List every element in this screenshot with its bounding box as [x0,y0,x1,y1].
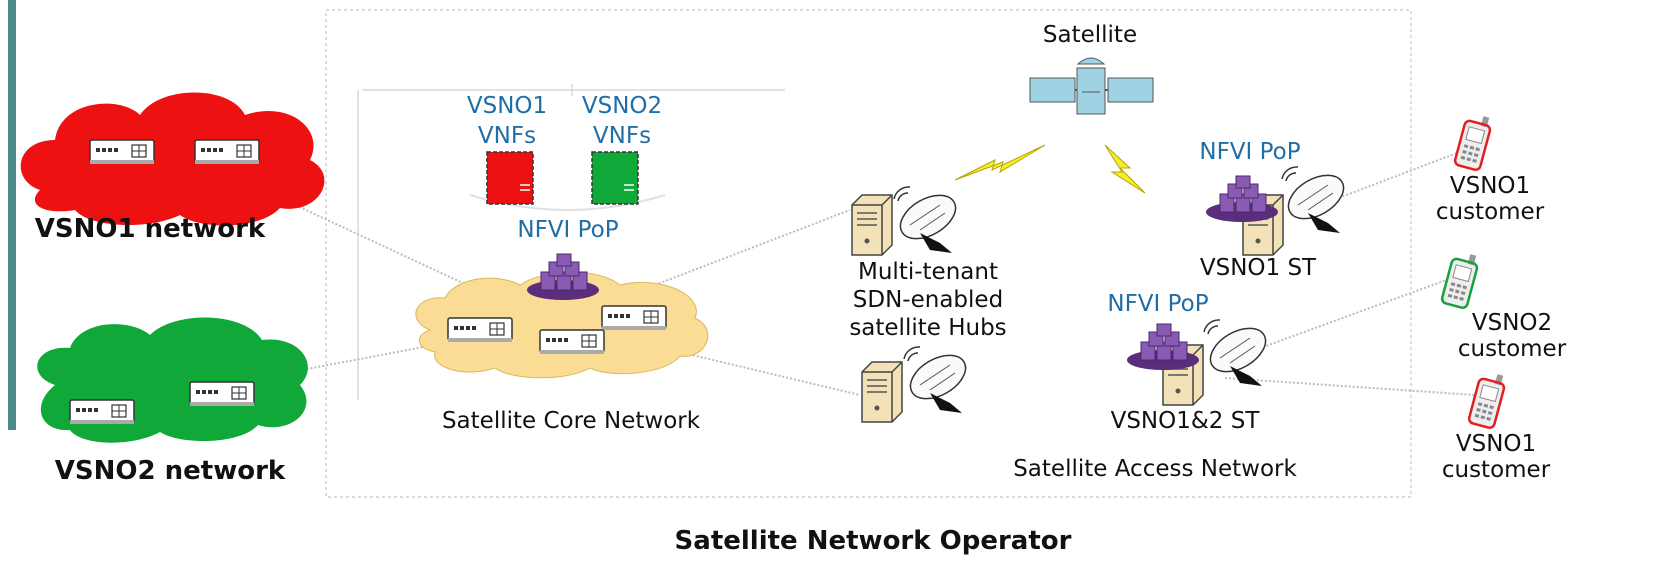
satellite-dish-icon [902,345,974,414]
access-network-label: Satellite Access Network [1013,456,1297,482]
mobile-phone-icon [1440,249,1481,310]
satellite-dish-icon [1280,165,1352,234]
vsno1-vnf-box [486,151,534,205]
mobile-phone-icon [1467,369,1508,430]
satellite-dish-icon [892,185,964,254]
st2-label: VSNO1&2 ST [1111,408,1261,434]
switch-icon [69,399,135,425]
core-cloud [415,253,709,379]
nfvi-pop-st1-label: NFVI PoP [1199,139,1300,165]
mobile-phone-icon [1453,111,1494,172]
st1-label: VSNO1 ST [1200,255,1317,281]
switch-icon [194,139,260,165]
vsno1-network-label: VSNO1 network [35,214,266,244]
vsno2-cloud [37,317,308,443]
customer2-label-1: VSNO2 [1472,310,1552,336]
core-boundary [357,84,785,400]
vsno2-vnf-box [591,151,639,205]
switch-icon [189,381,255,407]
vsno2-vnfs-label-1: VSNO2 [582,93,662,119]
switch-icon [601,305,667,331]
satellite-icon [1029,57,1154,115]
operator-boundary [325,9,1412,498]
vsno2-network-label: VSNO2 network [55,456,286,486]
lightning-icon [1104,144,1146,194]
satellite-label: Satellite [1043,22,1137,48]
vsno1-cloud [20,92,325,226]
nfvi-pop-core-label: NFVI PoP [517,217,618,243]
server-icon [851,194,893,256]
vsno1-vnfs-label-1: VSNO1 [467,93,547,119]
customer2-label-2: customer [1458,336,1567,362]
vsno2-vnfs-label-2: VNFs [593,123,651,149]
switch-icon [539,329,605,355]
customer3-label-1: VSNO1 [1456,431,1536,457]
switch-icon [447,317,513,343]
customer1-label-2: customer [1436,199,1545,225]
core-network-label: Satellite Core Network [442,408,701,434]
satellite-dish-icon [1202,318,1274,387]
vsno1-vnfs-label-2: VNFs [478,123,536,149]
lightning-icon [954,144,1046,181]
hubs-label-2: SDN-enabled [853,287,1003,313]
hubs-label-1: Multi-tenant [858,259,998,285]
customer3-label-2: customer [1442,457,1551,483]
nfvi-pop-st2-label: NFVI PoP [1107,291,1208,317]
server-icon [861,361,903,423]
switch-icon [89,139,155,165]
customer1-label-1: VSNO1 [1450,173,1530,199]
hubs-label-3: satellite Hubs [849,315,1006,341]
left-accent-bar [8,0,16,430]
footer-title: Satellite Network Operator [675,526,1072,556]
